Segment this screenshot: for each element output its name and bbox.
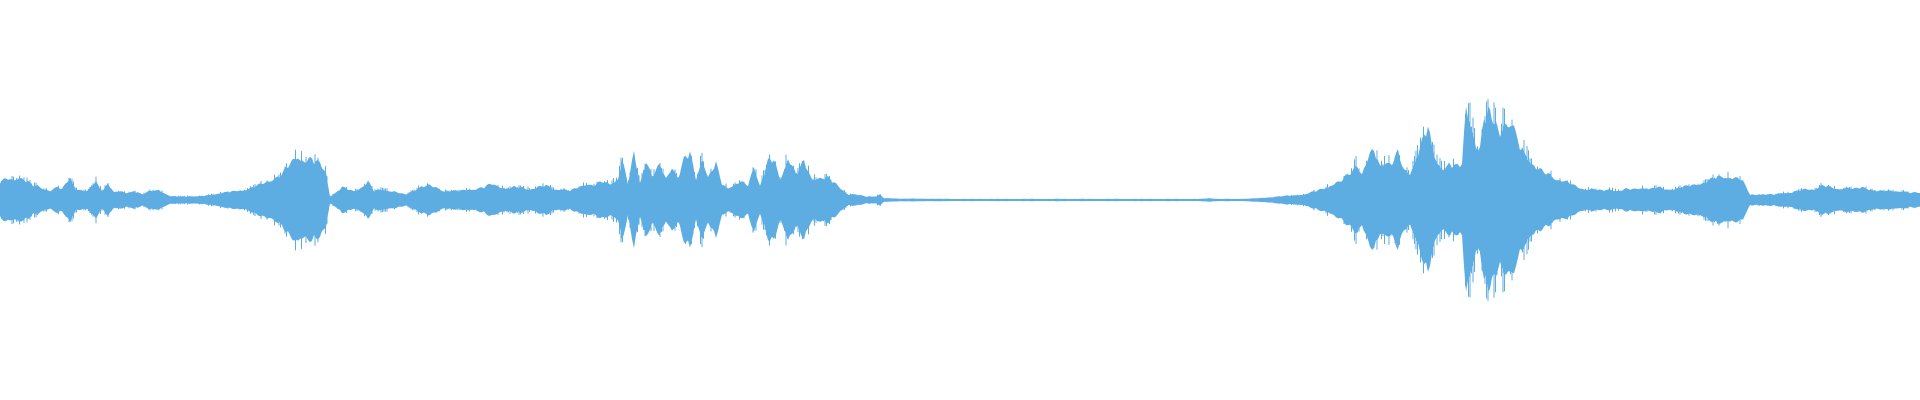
waveform-envelope (0, 106, 1920, 293)
waveform-spikes (0, 99, 1919, 301)
